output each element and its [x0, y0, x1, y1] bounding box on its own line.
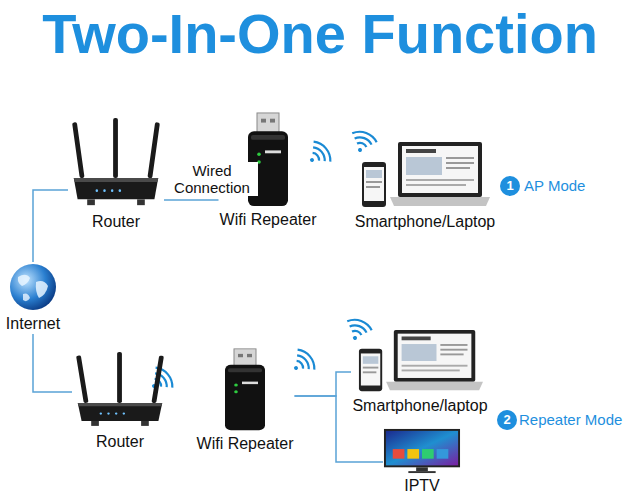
mode-label: AP Mode [524, 176, 585, 196]
device-label: Smartphone/laptop [352, 396, 487, 416]
device-node: Router [68, 118, 164, 232]
device-label: Smartphone/Laptop [355, 212, 496, 232]
callout-number: 1 [500, 176, 520, 196]
device-node: Internet [5, 262, 62, 334]
wifi-icon [347, 129, 378, 157]
device-node: Wifi Repeater [196, 348, 295, 454]
device-node: IPTV [383, 428, 461, 496]
device-label: Wifi Repeater [197, 434, 294, 454]
device-label: Router [92, 212, 140, 232]
wifi-icon [302, 138, 334, 171]
device-label: Internet [6, 314, 60, 334]
tv-icon [383, 428, 461, 474]
diagram-title: Two-In-One Function [42, 2, 598, 66]
device-node: Smartphone/laptop [351, 328, 489, 416]
callout-number: 2 [497, 410, 517, 430]
globe-icon [8, 262, 58, 312]
device-label: IPTV [404, 476, 440, 496]
connector-line [33, 334, 72, 392]
device-label: Wifi Repeater [220, 210, 317, 230]
laptop-phone-icon [360, 140, 490, 210]
title-bar: Two-In-One Function [0, 2, 640, 66]
mode-label: Repeater Mode [519, 410, 622, 430]
connector-line [164, 199, 219, 201]
device-node: Router [72, 352, 168, 452]
laptop-phone-icon [357, 328, 483, 394]
router-icon [72, 352, 168, 430]
router-icon [68, 118, 164, 210]
device-node: Smartphone/Laptop [354, 140, 497, 232]
connection-label: Wired Connection [166, 162, 258, 196]
repeater-icon [220, 348, 270, 432]
wifi-icon [342, 317, 373, 345]
connector-line [295, 372, 352, 396]
connector-line [33, 190, 68, 262]
device-label: Router [96, 432, 144, 452]
wifi-icon [286, 346, 318, 379]
